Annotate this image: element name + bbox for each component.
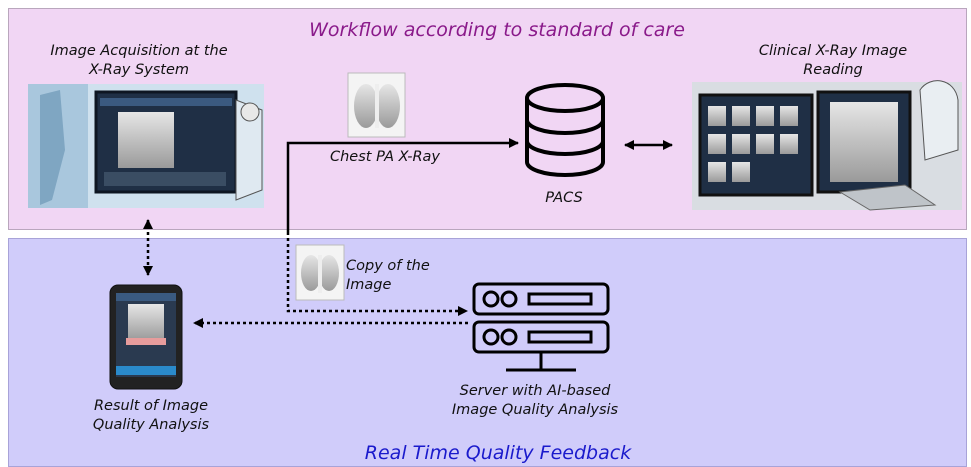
feedback-title: Real Time Quality Feedback bbox=[364, 442, 632, 464]
copy-image-thumbnail bbox=[295, 244, 345, 301]
copy-to-server-arrow bbox=[286, 232, 468, 316]
copy-label: Copy of the Image bbox=[346, 258, 430, 293]
server-label: Server with AI-based Image Quality Analy… bbox=[451, 383, 619, 418]
reading-label: Clinical X-Ray Image Reading bbox=[758, 43, 908, 78]
chest-xray-label: Chest PA X-Ray bbox=[329, 149, 440, 165]
tablet-result-icon bbox=[109, 284, 183, 390]
connectors bbox=[143, 138, 673, 328]
pacs-label: PACS bbox=[545, 190, 583, 206]
result-label: Result of Image Quality Analysis bbox=[92, 398, 210, 433]
server-icon bbox=[472, 282, 610, 372]
acquisition-label: Image Acquisition at the X-Ray System bbox=[50, 43, 228, 78]
database-icon bbox=[525, 83, 605, 177]
chest-xray-to-pacs-arrow bbox=[286, 138, 519, 232]
xray-workstation-icon bbox=[28, 84, 264, 208]
workflow-title: Workflow according to standard of care bbox=[309, 19, 685, 41]
chest-xray-thumbnail bbox=[347, 72, 406, 138]
reading-room-icon bbox=[692, 80, 962, 211]
